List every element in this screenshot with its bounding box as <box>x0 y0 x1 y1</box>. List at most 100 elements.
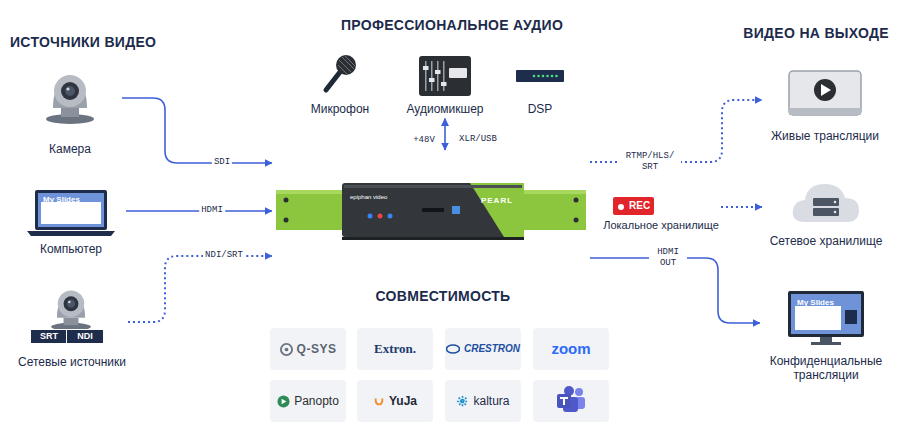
icon-node: Сетевое хранилище <box>762 176 890 250</box>
icon-node: Камера <box>18 62 122 160</box>
signal-label: XLR/USB <box>457 133 499 146</box>
graphic-part <box>814 79 836 101</box>
logo-tile: Extron. <box>357 328 433 370</box>
node-text: DSP <box>500 102 580 116</box>
graphic-part <box>342 183 524 237</box>
node-icon <box>514 56 566 98</box>
graphic-part <box>443 61 445 91</box>
node-text: Сетевые источники <box>16 355 128 369</box>
graphic-part <box>431 61 433 91</box>
graphic-part <box>834 201 837 204</box>
graphic-part <box>551 75 554 78</box>
graphic-part <box>811 342 841 345</box>
graphic-part <box>27 231 115 236</box>
graphic-part <box>575 388 583 396</box>
icon-node: Аудиомикшер <box>396 50 494 118</box>
graphic-part <box>64 318 79 325</box>
graphic-part <box>61 108 79 117</box>
graphic-part <box>574 198 579 203</box>
graphic-part <box>65 86 75 96</box>
graphic-part <box>446 345 459 353</box>
graphic-part <box>378 214 383 219</box>
node-text: Конфиденциальные трансляции <box>760 354 892 383</box>
signal-connector <box>128 256 272 322</box>
graphic-part <box>791 294 861 334</box>
signal-connector <box>721 206 762 208</box>
brand-icon <box>373 395 385 407</box>
brand-name: Extron. <box>374 341 416 357</box>
graphic-part <box>820 337 832 342</box>
graphic-part <box>845 310 857 324</box>
signal-label: HDMI OUT <box>649 246 687 271</box>
graphic-part <box>449 68 467 78</box>
graphic-part <box>278 395 290 407</box>
graphic-part <box>435 70 441 74</box>
node-text: Живые трансляции <box>762 129 888 143</box>
graphic-part <box>422 208 444 212</box>
graphic-part <box>441 82 447 86</box>
node-text: Сетевое хранилище <box>762 234 890 248</box>
graphic-part <box>821 84 831 96</box>
brand-name: YuJa <box>389 394 417 408</box>
node-text: epiphan video <box>350 194 410 201</box>
icon-node: Микрофон <box>300 50 380 118</box>
signal-label: HDMI <box>199 204 225 217</box>
node-text: PEARL <box>472 196 522 206</box>
node-text: My Slides <box>43 195 103 205</box>
graphic-part <box>546 75 549 78</box>
signal-label: SDI <box>212 156 232 169</box>
brand-name: Q-SYS <box>297 342 337 356</box>
graphic-part <box>66 87 69 90</box>
graphic-part <box>425 61 427 91</box>
brand-name: kaltura <box>473 394 509 408</box>
recorder-device: epiphan video PEARL <box>272 150 590 268</box>
brand-icon <box>280 343 293 356</box>
graphic-part <box>344 185 522 188</box>
icon-node: My SlidesКонфиденциальные трансляции <box>760 288 892 388</box>
brand-icon <box>277 395 290 408</box>
teams-logo-tile <box>533 380 609 422</box>
node-icon <box>39 66 101 124</box>
brand-icon <box>456 395 469 408</box>
graphic-part <box>533 380 609 422</box>
section-heading: ВИДЕО НА ВЫХОДЕ <box>743 25 889 41</box>
brand-name: Panopto <box>294 394 339 408</box>
graphic-part <box>41 202 101 224</box>
graphic-part <box>336 55 356 75</box>
graphic-part <box>813 198 839 206</box>
graphic-part <box>342 237 524 240</box>
logo-tile: YuJa <box>357 380 433 422</box>
node-text: SRT <box>30 329 68 344</box>
record-dot <box>618 204 624 210</box>
node-text: Аудиомикшер <box>396 102 494 116</box>
record-badge: RECЛокальное хранилище <box>601 196 721 234</box>
graphic-part <box>326 72 340 90</box>
node-text: Компьютер <box>16 242 126 256</box>
icon-node: DSP <box>500 50 580 118</box>
icon-node: My SlidesКомпьютер <box>16 188 126 260</box>
graphic-part <box>38 193 104 227</box>
graphic-part <box>533 75 558 78</box>
graphic-part <box>533 75 536 78</box>
graphic-part <box>35 190 107 230</box>
node-icon <box>44 283 98 331</box>
graphic-part <box>557 394 571 408</box>
node-text: Микрофон <box>300 102 380 116</box>
graphic-part <box>284 198 289 203</box>
section-heading: ПРОФЕССИОНАЛЬНОЕ АУДИО <box>341 17 563 33</box>
graphic-part <box>795 306 841 330</box>
graphic-part <box>574 218 579 223</box>
node-icon <box>791 178 861 226</box>
graphic-part <box>61 82 79 100</box>
graphic-part <box>284 347 288 351</box>
logo-tile: Q-SYS <box>270 328 346 370</box>
logo-tile: CRESTRON <box>445 328 521 370</box>
node-icon <box>320 52 360 94</box>
graphic-part <box>437 61 439 91</box>
graphic-part <box>789 108 861 115</box>
graphic-part <box>537 75 540 78</box>
graphic-part <box>560 398 568 405</box>
graphic-part <box>58 290 84 316</box>
graphic-part <box>368 214 373 219</box>
graphic-part <box>452 206 460 214</box>
